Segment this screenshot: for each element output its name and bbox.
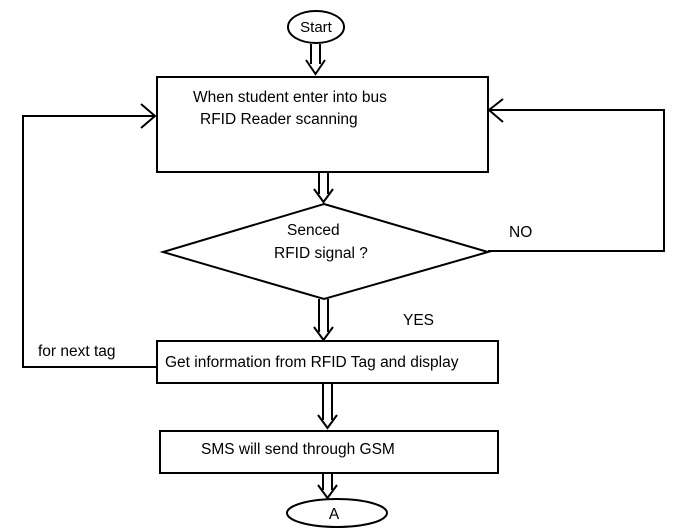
connector-label: A [329, 506, 340, 523]
arrow-scan-to-decision [313, 172, 334, 204]
connector-a [286, 498, 388, 528]
info-process-box [156, 340, 499, 384]
scan-process-box [156, 76, 489, 173]
decision-line2: RFID signal ? [274, 245, 368, 262]
arrow-info-to-sms [317, 383, 338, 430]
sms-box-label: SMS will send through GSM [201, 441, 395, 458]
rfid-signal-decision [159, 202, 492, 301]
arrow-start-to-scan [305, 44, 326, 76]
scan-box-line1: When student enter into bus [193, 89, 387, 106]
no-label: NO [509, 224, 532, 241]
scan-box-line2: RFID Reader scanning [200, 111, 358, 128]
arrow-decision-to-info [313, 299, 334, 342]
next-tag-label: for next tag [38, 343, 116, 360]
no-loop-connector [487, 98, 665, 252]
arrow-sms-to-connector [317, 473, 338, 500]
sms-process-box [159, 430, 499, 474]
start-terminal [287, 10, 345, 44]
yes-label: YES [403, 312, 434, 329]
start-label: Start [300, 19, 333, 36]
info-box-label: Get information from RFID Tag and displa… [165, 354, 459, 371]
next-tag-loop-connector [22, 103, 157, 368]
decision-line1: Senced [287, 222, 340, 239]
